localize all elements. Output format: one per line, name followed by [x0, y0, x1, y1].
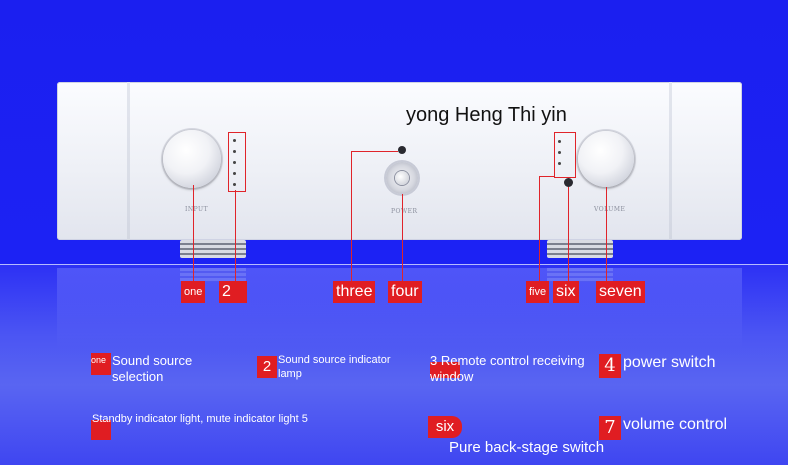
volume-knob-label: VOLUME	[594, 206, 626, 213]
callout-box-5	[554, 132, 576, 178]
leader-line-3	[351, 151, 352, 281]
legend-num-5-box	[91, 420, 111, 440]
amplifier-front-panel	[57, 82, 742, 240]
callout-label-2: 2	[219, 281, 247, 303]
source-indicator-leds	[233, 139, 237, 194]
legend-num-1: one	[91, 353, 111, 375]
callout-label-1: one	[181, 281, 206, 303]
callout-label-6: six	[553, 281, 579, 303]
amp-foot-left	[180, 240, 246, 258]
leader-line-3-h	[351, 151, 398, 152]
legend-num-4: 4	[599, 354, 621, 378]
remote-receiver-window	[398, 146, 406, 154]
amplifier-reflection	[57, 268, 742, 348]
legend-text-2-line1: Sound source indicator	[278, 354, 391, 366]
leader-line-1	[193, 185, 194, 281]
input-knob-label: INPUT	[185, 206, 209, 213]
legend-highlight-3	[430, 362, 460, 378]
volume-knob[interactable]	[578, 131, 634, 187]
power-label: POWER	[391, 208, 418, 215]
input-selector-knob[interactable]	[163, 130, 221, 188]
leader-line-5-h	[539, 176, 555, 177]
callout-label-3: three	[333, 281, 376, 303]
legend-text-7: volume control	[623, 416, 728, 433]
legend-text-1-line2: selection	[112, 369, 164, 384]
callout-box-2	[228, 132, 246, 192]
leader-line-4	[402, 194, 403, 281]
amp-foot-right-reflection	[547, 268, 613, 282]
legend-text-1-line1: Sound source	[112, 353, 193, 368]
legend-text-3-line2: window	[430, 369, 474, 384]
legend-num-7: 7	[599, 416, 621, 440]
legend-num-2: 2	[257, 356, 277, 378]
legend-text-4: power switch	[623, 354, 716, 371]
leader-line-7	[606, 187, 607, 281]
legend-text-2-line2: lamp	[278, 368, 302, 380]
leader-line-5	[539, 176, 540, 281]
callout-label-5: five	[526, 281, 550, 303]
panel-groove	[127, 82, 130, 240]
legend-num-6: six	[428, 416, 462, 438]
amp-foot-right	[547, 240, 613, 258]
callout-label-4: four	[388, 281, 422, 303]
leader-line-2	[235, 190, 236, 281]
power-switch-button[interactable]	[386, 162, 418, 194]
panel-groove	[669, 82, 672, 240]
legend-text-3-line1: 3 Remote control receiving	[430, 353, 585, 368]
legend-text-5: Standby indicator light, mute indicator …	[92, 413, 308, 425]
legend-text-6: Pure back-stage switch	[449, 439, 605, 456]
product-title: yong Heng Thi yin	[406, 104, 567, 126]
callout-label-7: seven	[596, 281, 645, 303]
amp-foot-left-reflection	[180, 268, 246, 282]
power-icon	[395, 171, 409, 185]
pure-back-stage-switch[interactable]	[564, 178, 573, 187]
horizon-line	[0, 264, 788, 265]
leader-line-6	[568, 187, 569, 281]
standby-mute-leds	[558, 140, 562, 173]
